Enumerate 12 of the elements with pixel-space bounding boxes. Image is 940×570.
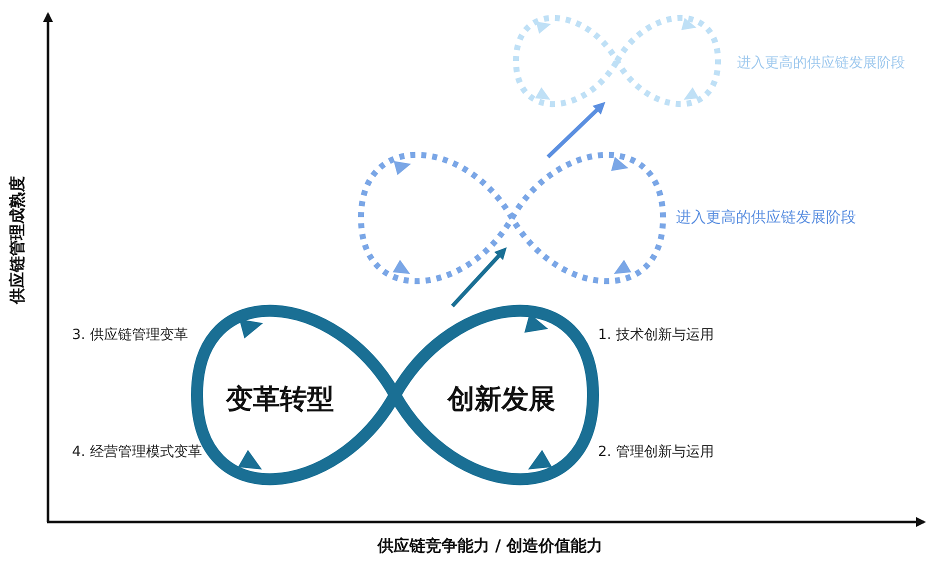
step-label: 3. 供应链管理变革 [72, 326, 188, 344]
step-label: 1. 技术创新与运用 [598, 326, 714, 344]
loop-title: 变革转型 [226, 382, 334, 417]
arrow [546, 102, 606, 158]
stage-caption: 进入更高的供应链发展阶段 [737, 54, 905, 72]
axis-title: 供应链管理成熟度 [8, 176, 28, 304]
axis-title: 供应链竞争能力 / 创造价值能力 [378, 536, 602, 557]
step-label: 2. 管理创新与运用 [598, 443, 714, 461]
stage-caption: 进入更高的供应链发展阶段 [676, 208, 856, 227]
loop-title: 创新发展 [448, 382, 556, 417]
arrow [450, 247, 507, 308]
step-label: 4. 经营管理模式变革 [72, 443, 202, 461]
